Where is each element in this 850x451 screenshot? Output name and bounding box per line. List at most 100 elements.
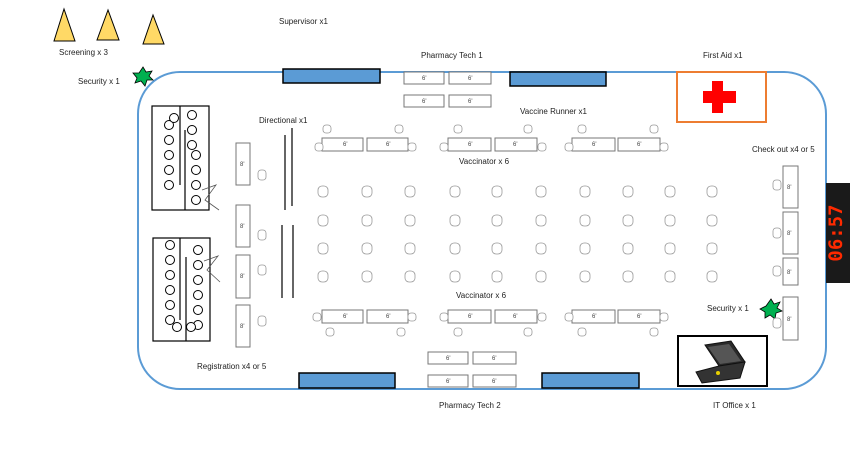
table-mark-8ft: 8' <box>787 231 791 237</box>
screening-triangle <box>96 8 120 41</box>
queue-spot <box>186 322 196 332</box>
it-office-label: IT Office x 1 <box>713 401 756 410</box>
waiting-chair <box>664 214 676 227</box>
table-mark-6ft: 6' <box>637 142 641 148</box>
door-bottom-left <box>298 372 396 389</box>
waiting-chair <box>664 242 676 255</box>
table-mark-8ft: 8' <box>240 162 244 168</box>
waiting-chair <box>579 185 591 198</box>
screening-triangle <box>53 7 76 42</box>
waiting-chair <box>622 185 634 198</box>
waiting-chair <box>664 270 676 283</box>
queue-spot <box>191 195 201 205</box>
table-size-marks: 8' 8' 8' 8' 8' 8' 8' 8' 6' 6' 6' 6' 6' 6… <box>240 76 791 385</box>
registration-tables <box>235 142 267 348</box>
security-label-top: Security x 1 <box>78 77 120 86</box>
queue-spot <box>165 255 175 265</box>
table-mark-6ft: 6' <box>492 379 496 385</box>
table-mark-6ft: 6' <box>637 314 641 320</box>
queue-spot <box>191 150 201 160</box>
waiting-chair <box>535 242 547 255</box>
check-out-label: Check out x4 or 5 <box>752 145 815 154</box>
waiting-area-chairs <box>317 185 718 283</box>
table-mark-6ft: 6' <box>446 379 450 385</box>
waiting-chair <box>706 214 718 227</box>
table-mark-8ft: 8' <box>240 274 244 280</box>
queue-spot <box>172 322 182 332</box>
vaccinator-bottom-label: Vaccinator x 6 <box>456 291 507 300</box>
waiting-chair <box>535 185 547 198</box>
pharmacy-tech-1-label: Pharmacy Tech 1 <box>421 51 483 60</box>
queue-spot <box>187 140 197 150</box>
clock-display: 06:57 <box>825 204 847 261</box>
waiting-chair <box>361 242 373 255</box>
queue-spot <box>187 110 197 120</box>
waiting-chair <box>535 270 547 283</box>
queue-spot <box>164 135 174 145</box>
waiting-chair <box>706 242 718 255</box>
waiting-chair <box>404 270 416 283</box>
waiting-chair <box>622 270 634 283</box>
table-mark-8ft: 8' <box>787 270 791 276</box>
first-aid-box <box>676 71 767 123</box>
queue-spot <box>164 180 174 190</box>
waiting-chair <box>404 214 416 227</box>
queue-spot <box>165 240 175 250</box>
waiting-chair <box>317 214 329 227</box>
table-mark-6ft: 6' <box>386 314 390 320</box>
waiting-chair <box>449 214 461 227</box>
door-bottom-right <box>541 372 640 389</box>
queue-spot <box>164 165 174 175</box>
waiting-chair <box>622 242 634 255</box>
vaccinator-tables-bottom <box>321 309 661 324</box>
waiting-chair <box>706 270 718 283</box>
table-mark-6ft: 6' <box>343 142 347 148</box>
waiting-chair <box>317 270 329 283</box>
waiting-chair <box>404 185 416 198</box>
first-aid-label: First Aid x1 <box>703 51 743 60</box>
vaccinator-top-label: Vaccinator x 6 <box>459 157 510 166</box>
pharmacy-tech-1-tables <box>403 71 492 108</box>
waiting-chair <box>579 214 591 227</box>
queue-spot <box>164 150 174 160</box>
security-star-icon <box>759 298 783 320</box>
table-mark-6ft: 6' <box>592 314 596 320</box>
table-mark-8ft: 8' <box>240 324 244 330</box>
waiting-chair <box>491 185 503 198</box>
table-mark-8ft: 8' <box>787 185 791 191</box>
table-mark-6ft: 6' <box>468 99 472 105</box>
pharmacy-tech-2-label: Pharmacy Tech 2 <box>439 401 501 410</box>
table-mark-6ft: 6' <box>386 142 390 148</box>
waiting-chair <box>491 214 503 227</box>
waiting-chair <box>664 185 676 198</box>
supervisor-label: Supervisor x1 <box>279 17 328 26</box>
queue-spot <box>193 275 203 285</box>
waiting-chair <box>317 242 329 255</box>
screening-triangle <box>142 13 165 45</box>
waiting-chair <box>622 214 634 227</box>
registration-queue-left <box>151 105 221 342</box>
digital-clock <box>826 183 850 283</box>
queue-spot <box>187 125 197 135</box>
queue-spot <box>165 285 175 295</box>
table-mark-6ft: 6' <box>343 314 347 320</box>
table-mark-6ft: 6' <box>446 356 450 362</box>
table-mark-6ft: 6' <box>513 142 517 148</box>
waiting-chair <box>491 270 503 283</box>
waiting-chair <box>361 185 373 198</box>
queue-spot <box>193 260 203 270</box>
waiting-chair <box>449 242 461 255</box>
directional-stanchions <box>281 128 294 298</box>
vaccinator-chairs <box>312 124 669 337</box>
security-star-icon <box>132 66 154 87</box>
waiting-chair <box>579 242 591 255</box>
table-mark-6ft: 6' <box>422 76 426 82</box>
registration-label: Registration x4 or 5 <box>197 362 267 371</box>
waiting-chair <box>361 270 373 283</box>
table-mark-8ft: 8' <box>787 317 791 323</box>
door-top-right <box>509 71 607 87</box>
waiting-chair <box>449 185 461 198</box>
pharmacy-tech-2-tables <box>427 351 517 388</box>
waiting-chair <box>579 270 591 283</box>
